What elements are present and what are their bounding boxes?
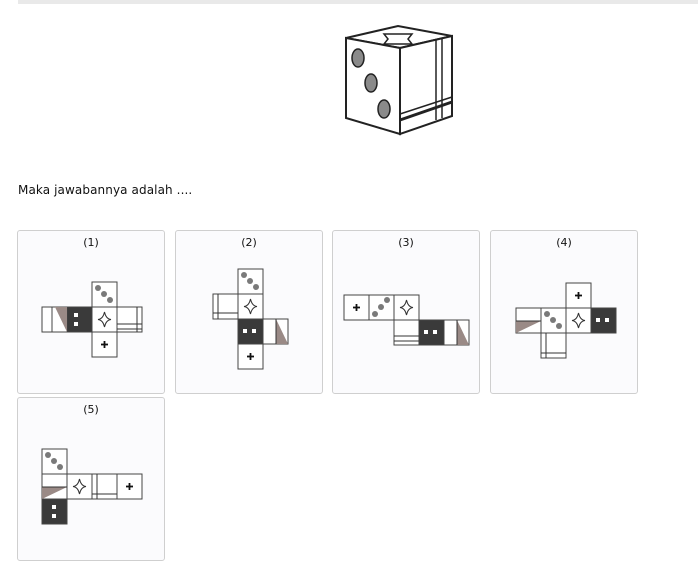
answer-option-2[interactable]: (2)	[175, 230, 323, 394]
answer-option-5[interactable]: (5)	[17, 397, 165, 561]
option-number: (1)	[83, 236, 99, 249]
option-number: (4)	[556, 236, 572, 249]
cube-net-1-image	[41, 281, 143, 358]
top-divider	[18, 0, 698, 4]
cube-net-2-image	[212, 268, 289, 370]
answer-option-3[interactable]: (3)	[332, 230, 480, 394]
option-number: (2)	[241, 236, 257, 249]
option-number: (5)	[83, 403, 99, 416]
answer-option-1[interactable]: (1)	[17, 230, 165, 394]
cube-net-4-image	[515, 282, 617, 359]
option-number: (3)	[398, 236, 414, 249]
reference-cube-image	[345, 24, 453, 136]
answer-option-4[interactable]: (4)	[490, 230, 638, 394]
cube-net-3-image	[343, 294, 470, 346]
question-prompt: Maka jawabannya adalah ....	[18, 183, 193, 197]
cube-net-5-image	[41, 448, 143, 525]
